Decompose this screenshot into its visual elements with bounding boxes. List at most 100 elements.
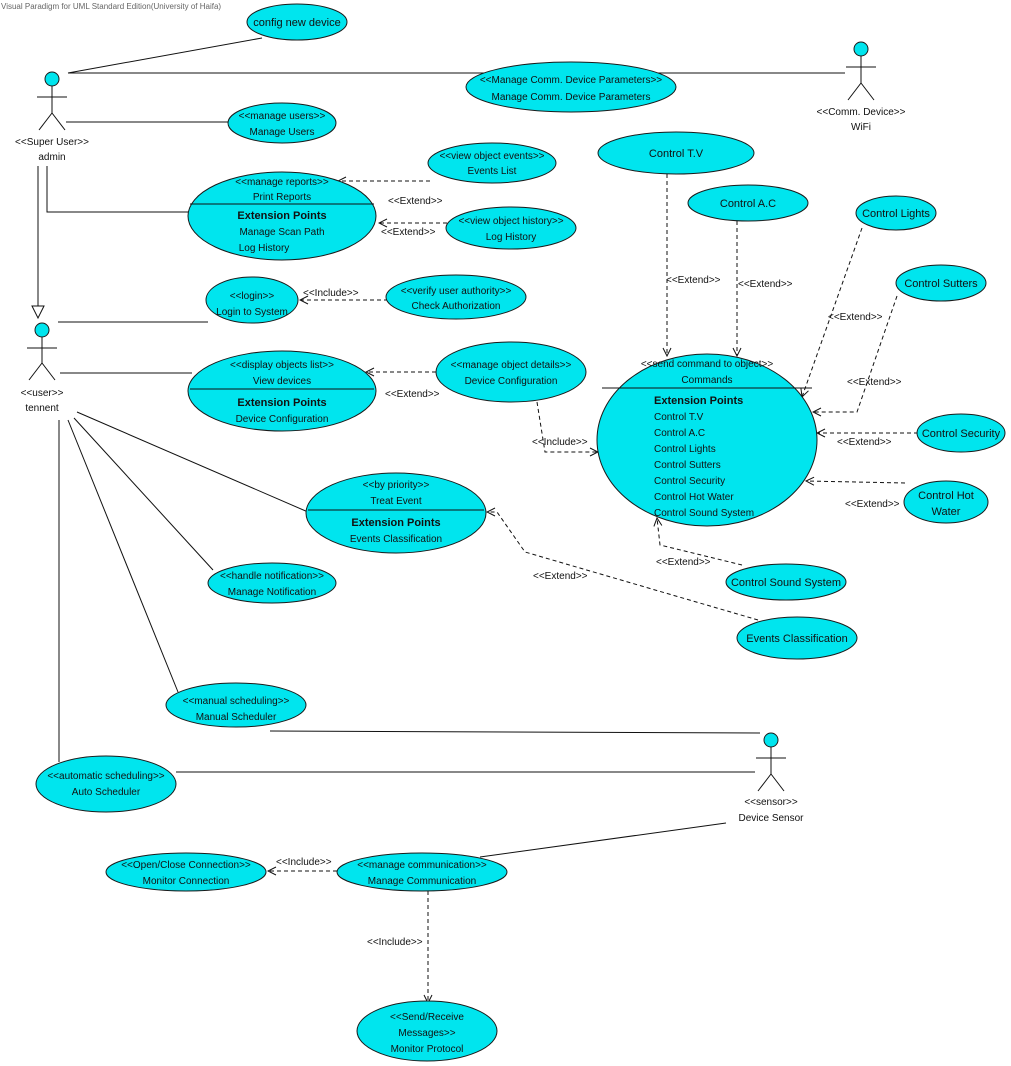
use-case-control-hot-water[interactable]: Control Hot Water xyxy=(903,480,989,524)
use-case-name: Manage Notification xyxy=(228,587,316,598)
use-case-stereotype: <<handle notification>> xyxy=(220,571,324,582)
label-extend: <<Extend>> xyxy=(738,279,793,290)
use-case-name: Print Reports xyxy=(253,192,311,203)
use-case-stereotype: <<display objects list>> xyxy=(230,360,334,371)
actor-admin[interactable]: <<Super User>> admin xyxy=(15,71,89,163)
use-case-view-devices[interactable]: <<display objects list>> View devices Ex… xyxy=(187,350,377,432)
label-include: <<Include>> xyxy=(532,437,588,448)
use-case-stereotype: <<manage communication>> xyxy=(357,860,487,871)
label-extend: <<Extend>> xyxy=(381,227,436,238)
actor-head xyxy=(853,41,869,57)
use-case-control-ac[interactable]: Control A.C xyxy=(687,184,809,222)
use-case-login[interactable]: <<login>> Login to System xyxy=(205,276,299,324)
use-case-stereotype: <<manage reports>> xyxy=(235,177,329,188)
assoc-sensor-manual-scheduler xyxy=(269,730,761,734)
watermark: Visual Paradigm for UML Standard Edition… xyxy=(1,2,221,11)
use-case-control-sound-system[interactable]: Control Sound System xyxy=(725,563,847,601)
use-case-name: Control T.V xyxy=(649,148,704,160)
actor-device-sensor[interactable]: <<sensor>> Device Sensor xyxy=(738,732,804,824)
assoc-tennent-notification xyxy=(73,417,214,571)
use-case-manage-comm-parameters[interactable]: <<Manage Comm. Device Parameters>> Manag… xyxy=(465,61,677,113)
use-case-name: Control Sutters xyxy=(904,278,978,290)
use-case-name: Manual Scheduler xyxy=(196,712,277,723)
use-case-name: Events List xyxy=(468,166,517,177)
extension-points-title: Extension Points xyxy=(237,397,326,409)
use-case-monitor-connection[interactable]: <<Open/Close Connection>> Monitor Connec… xyxy=(105,852,267,892)
use-case-manage-notification[interactable]: <<handle notification>> Manage Notificat… xyxy=(207,562,337,604)
use-case-name: Control Security xyxy=(922,428,1001,440)
actor-tennent[interactable]: <<user>> tennent xyxy=(21,322,64,414)
use-case-name: Control Hot xyxy=(918,490,974,502)
use-case-control-tv[interactable]: Control T.V xyxy=(597,131,755,175)
actor-name: WiFi xyxy=(851,122,871,133)
use-case-name: Log History xyxy=(486,232,537,243)
use-case-manage-users[interactable]: <<manage users>> Manage Users xyxy=(227,102,337,144)
label-extend: <<Extend>> xyxy=(828,312,883,323)
label-extend: <<Extend>> xyxy=(845,499,900,510)
use-case-name: Manage Users xyxy=(249,127,314,138)
use-case-control-security[interactable]: Control Security xyxy=(916,413,1006,453)
use-case-name: View devices xyxy=(253,376,311,387)
label-include: <<Include>> xyxy=(367,937,423,948)
actor-stereotype: <<user>> xyxy=(21,388,64,399)
use-case-manage-communication[interactable]: <<manage communication>> Manage Communic… xyxy=(336,852,508,892)
use-case-stereotype: <<automatic scheduling>> xyxy=(47,771,164,782)
assoc-tennent-treat-event xyxy=(76,411,309,513)
use-case-name: Water xyxy=(932,506,961,518)
use-case-log-history[interactable]: <<view object history>> Log History xyxy=(445,206,577,250)
use-case-stereotype: <<Open/Close Connection>> xyxy=(121,860,251,871)
use-case-name: Auto Scheduler xyxy=(72,787,141,798)
assoc-sensor-communication xyxy=(479,822,727,858)
use-case-print-reports[interactable]: <<manage reports>> Print Reports Extensi… xyxy=(187,171,377,261)
actor-name: Device Sensor xyxy=(738,813,804,824)
use-case-manual-scheduler[interactable]: <<manual scheduling>> Manual Scheduler xyxy=(165,682,307,728)
extend-events-classification xyxy=(487,512,759,621)
use-case-name: Control Sound System xyxy=(731,577,841,589)
use-case-stereotype: <<manual scheduling>> xyxy=(183,696,290,707)
actor-head xyxy=(34,322,50,338)
label-extend: <<Extend>> xyxy=(385,389,440,400)
label-extend: <<Extend>> xyxy=(533,571,588,582)
use-case-commands[interactable]: <<send command to object>> Commands Exte… xyxy=(596,353,818,527)
extend-control-sutters xyxy=(813,295,898,412)
label-extend: <<Extend>> xyxy=(388,196,443,207)
use-case-config-new-device[interactable]: config new device xyxy=(246,3,348,41)
include-commands xyxy=(536,401,598,452)
use-case-control-sutters[interactable]: Control Sutters xyxy=(895,264,987,302)
extension-point: Control T.V xyxy=(654,412,704,423)
extension-points-title: Extension Points xyxy=(351,517,440,529)
actor-wifi[interactable]: <<Comm. Device>> WiFi xyxy=(817,41,906,133)
extension-point: Events Classification xyxy=(350,534,442,545)
dependencies xyxy=(268,174,918,1003)
use-case-name: Monitor Protocol xyxy=(391,1044,464,1055)
use-case-stereotype: <<by priority>> xyxy=(363,480,430,491)
use-case-control-lights[interactable]: Control Lights xyxy=(855,195,937,231)
label-extend: <<Extend>> xyxy=(837,437,892,448)
associations xyxy=(38,37,845,858)
use-case-auto-scheduler[interactable]: <<automatic scheduling>> Auto Scheduler xyxy=(35,755,177,813)
use-case-events-list[interactable]: <<view object events>> Events List xyxy=(427,142,557,184)
actor-stereotype: <<Super User>> xyxy=(15,137,89,148)
extend-control-sound xyxy=(657,518,743,566)
use-case-name: Check Authorization xyxy=(412,301,501,312)
extension-point: Control A.C xyxy=(654,428,705,439)
actor-head xyxy=(44,71,60,87)
extension-point: Control Security xyxy=(654,476,725,487)
extension-point: Control Hot Water xyxy=(654,492,734,503)
use-case-events-classification[interactable]: Events Classification xyxy=(736,616,858,660)
use-case-name: Device Configuration xyxy=(465,376,558,387)
use-case-device-configuration[interactable]: <<manage object details>> Device Configu… xyxy=(435,341,587,403)
actor-name: admin xyxy=(38,152,65,163)
actor-head xyxy=(763,732,779,748)
assoc-tennent-manual-scheduler xyxy=(67,419,179,693)
use-case-stereotype: <<Send/Receive xyxy=(390,1012,464,1023)
use-case-check-authorization[interactable]: <<verify user authority>> Check Authoriz… xyxy=(385,274,527,320)
use-case-name: Control A.C xyxy=(720,198,776,210)
use-case-stereotype: Messages>> xyxy=(398,1028,455,1039)
use-case-stereotype: <<send command to object>> xyxy=(641,359,773,370)
label-include: <<Include>> xyxy=(276,857,332,868)
use-case-treat-event[interactable]: <<by priority>> Treat Event Extension Po… xyxy=(305,472,487,554)
extension-point: Control Lights xyxy=(654,444,716,455)
use-case-monitor-protocol[interactable]: <<Send/Receive Messages>> Monitor Protoc… xyxy=(356,1000,498,1062)
